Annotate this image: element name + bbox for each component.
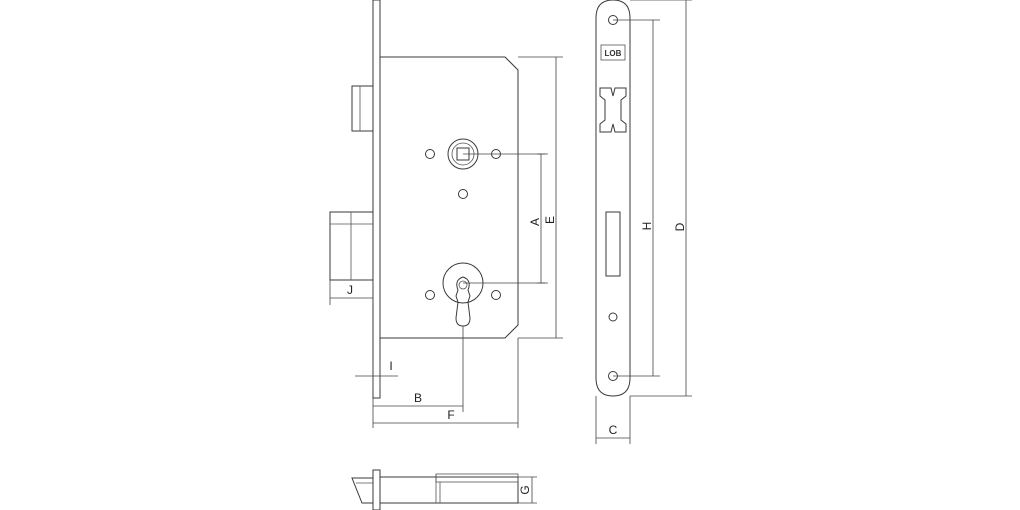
dimension-a: A [463,153,548,284]
dimension-label-g: G [518,485,532,494]
top-view-latch-bolt [351,477,374,504]
dimension-label-a: A [528,218,542,226]
top-view-case [379,476,519,504]
dimension-g: G [518,476,537,504]
dimension-f: F [373,338,519,428]
dimension-label-h: H [640,222,654,231]
dimension-label-d: D [673,222,687,231]
dimension-i: I [355,359,398,390]
dimension-label-i: I [389,359,392,373]
fixing-hole-left-upper [425,149,435,159]
dimension-label-f: F [447,408,454,422]
latch-bolt [351,85,374,132]
fixing-hole-middle [458,189,468,199]
dimension-label-b: B [414,391,422,405]
dead-bolt [329,211,374,281]
top-view-cylinder-recess [435,473,519,483]
fixing-hole-left-lower [425,290,435,300]
deadbolt-opening [605,211,621,277]
dimension-label-j: J [347,283,353,297]
dimension-label-c: C [609,423,618,437]
dimension-e: E [518,56,563,339]
lock-case-outline [380,56,519,339]
faceplate-screw-hole-lower [608,312,618,322]
euro-cylinder-cutout [455,276,471,327]
dimension-b: B [372,326,464,428]
dimension-label-e: E [543,216,557,224]
top-view-faceplate [372,469,381,510]
latch-opening [599,87,627,133]
logo-box [600,44,626,61]
fixing-hole-right-lower [491,290,501,300]
lock-faceplate-edge [372,0,381,399]
faceplate-outline [595,0,631,397]
dimension-h: H [613,19,660,377]
lock-body-front-view [329,0,519,399]
dimension-d: D [630,0,692,397]
lock-top-view [351,469,519,510]
dimension-c: C [595,396,631,444]
faceplate-side-view: LOB [595,0,631,397]
manufacturer-logo: LOB [605,49,622,58]
dimension-j: J [329,280,374,305]
